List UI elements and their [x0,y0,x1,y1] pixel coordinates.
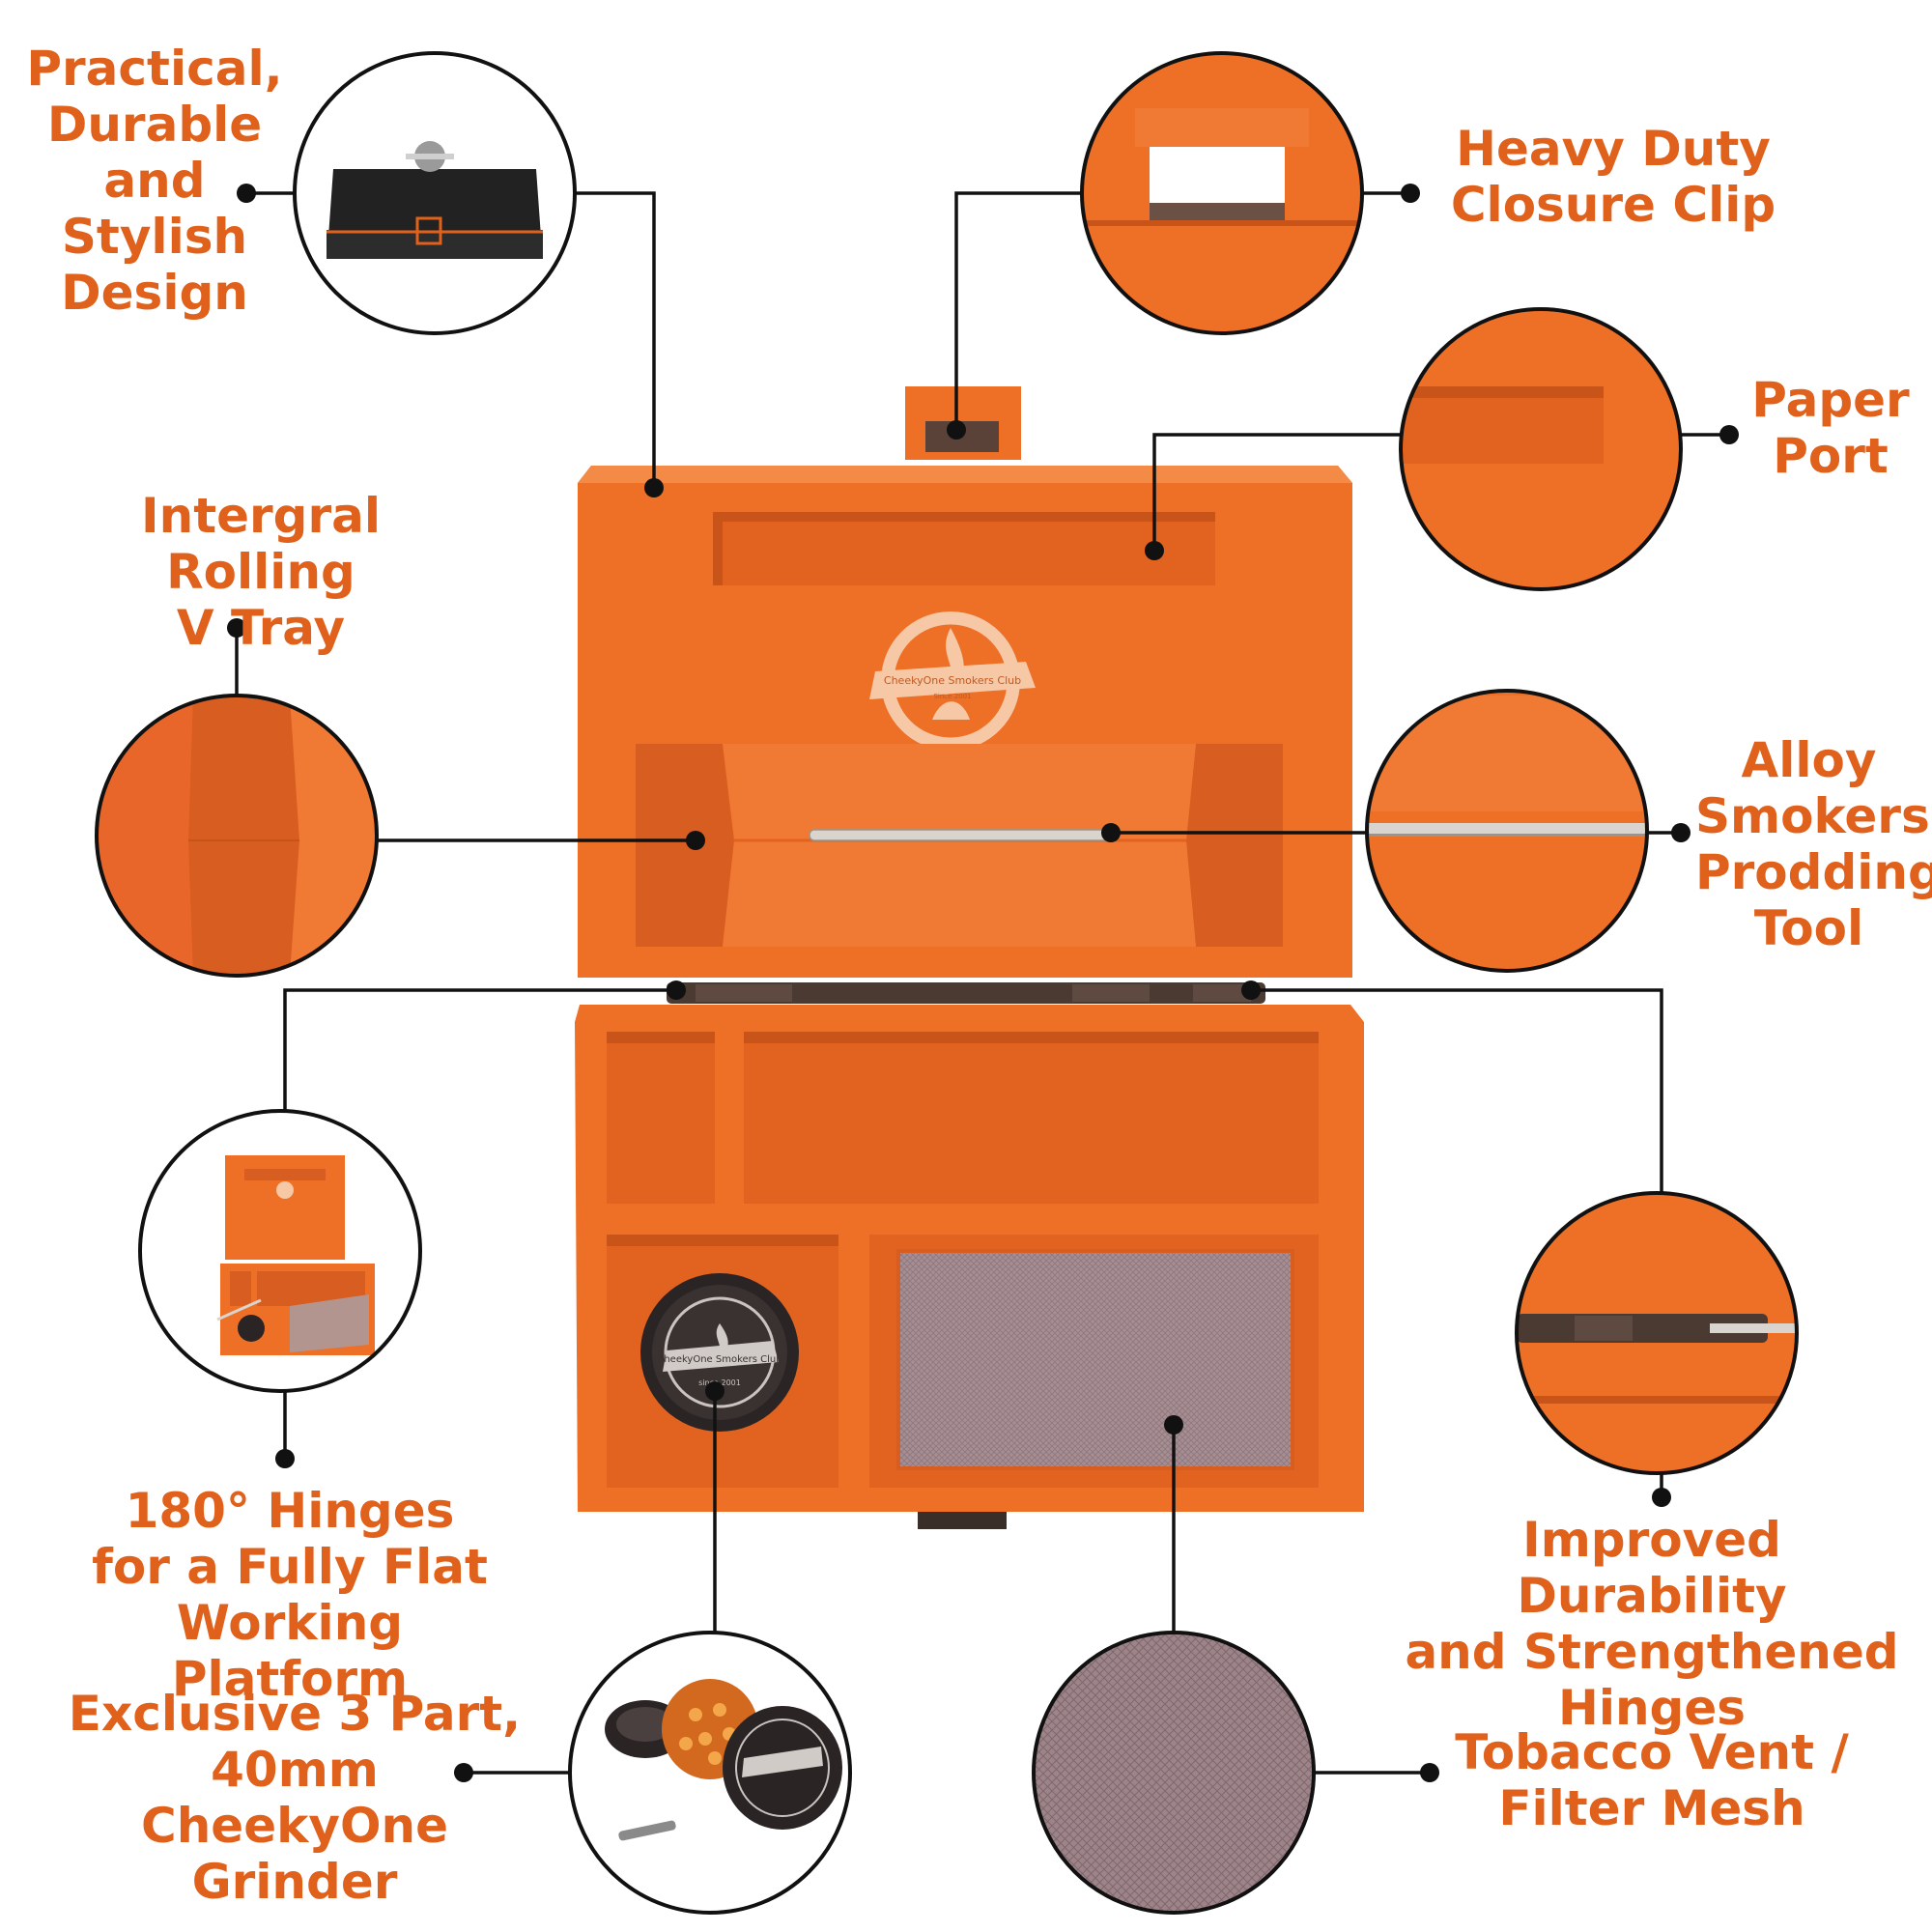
logo-brand-text: CheekyOne Smokers Club [884,674,1021,687]
box-lid: CheekyOne Smokers Club Since 2001 [578,386,1352,978]
zoom-hinges [1515,1191,1799,1475]
zoom-mesh [1032,1631,1316,1915]
connector-lines [235,191,1729,1775]
zoom-clip [1080,51,1364,335]
logo-since-text: Since 2001 [933,693,971,700]
grinder-brand-text: CheekyOne Smokers Club [657,1354,781,1365]
box-base: CheekyOne Smokers Club since 2001 [575,982,1364,1529]
label-rolling-tray: Intergral Rolling V Tray [141,488,381,656]
label-prodding-tool: Alloy Smokers Prodding Tool [1695,732,1932,956]
label-filter-mesh: Tobacco Vent / Filter Mesh [1455,1724,1849,1836]
label-design: Practical, Durable and Stylish Design [26,41,283,321]
label-closure-clip: Heavy Duty Closure Clip [1450,121,1776,233]
rolling-v-tray [636,744,1283,947]
prodding-tool [809,829,1118,841]
zoom-prodding-tool [1365,689,1649,973]
grinder: CheekyOne Smokers Club since 2001 [640,1273,799,1432]
zoom-rolling-tray [95,694,379,978]
connector-dots [227,184,1739,1782]
cheekyone-logo: CheekyOne Smokers Club Since 2001 [869,611,1036,751]
zoom-grinder [568,1631,852,1915]
label-hinges-flat: 180° Hinges for a Fully Flat Working Pla… [92,1483,488,1707]
label-paper-port: Paper Port [1751,372,1910,484]
zoom-open-box [138,1109,422,1393]
zoom-design [293,51,577,335]
filter-mesh [898,1251,1293,1468]
paper-port-slot [713,512,1215,585]
zoom-paper-port [1399,307,1683,591]
label-hinges-durable: Improved Durability and Strengthened Hin… [1405,1512,1899,1736]
label-grinder: Exclusive 3 Part, 40mm CheekyOne Grinder [68,1686,522,1910]
